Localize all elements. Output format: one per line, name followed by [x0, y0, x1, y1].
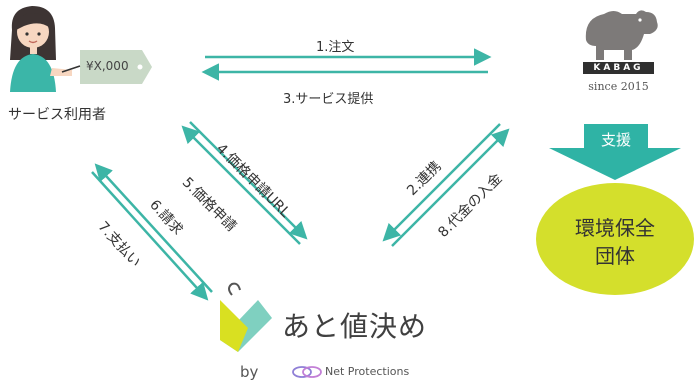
payment-arrow [91, 171, 209, 301]
price-apply-arrow [189, 121, 308, 240]
link-arrow [382, 123, 501, 242]
kabag-hippo-icon [585, 10, 658, 60]
service-user-icon [10, 6, 72, 92]
net-protections-label: Net Protections [325, 365, 410, 378]
price-url-arrow [181, 125, 301, 245]
price-tag-label: ¥X,000 [86, 59, 129, 73]
environmental-org-line1: 環境保全 [575, 216, 655, 240]
atone-logo-icon [220, 282, 272, 352]
service-user-label: サービス利用者 [8, 107, 106, 123]
kabag-since: since 2015 [588, 80, 649, 93]
invoice-arrow [94, 163, 213, 293]
provide-label: 3.サービス提供 [283, 92, 374, 107]
order-label: 1.注文 [316, 40, 355, 55]
price-tag [61, 50, 152, 84]
net-protections-logo-icon [292, 366, 322, 378]
support-label: 支援 [600, 131, 631, 149]
deposit-arrow [391, 128, 510, 247]
environmental-org-circle [536, 183, 694, 295]
atone-title: あと値決め [282, 310, 428, 343]
kabag-name: KABAG [593, 63, 644, 73]
environmental-org-line2: 団体 [595, 244, 635, 268]
kabag-logo-bar [583, 62, 654, 74]
by-label: by [240, 363, 259, 381]
support-arrow [549, 124, 681, 180]
